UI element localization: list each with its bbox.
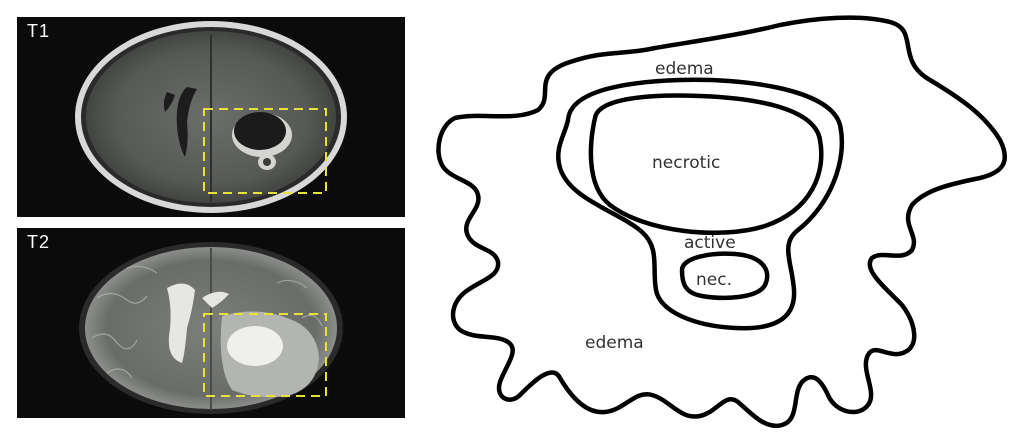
tumor-region-diagram: edema necrotic active nec. edema — [420, 0, 1019, 432]
t2-brain-image — [17, 228, 405, 418]
t1-mri-panel: T1 — [17, 17, 405, 217]
t2-label: T2 — [27, 232, 50, 253]
t1-brain-image — [17, 17, 405, 217]
label-edema-bottom: edema — [585, 333, 644, 353]
t1-label: T1 — [27, 21, 50, 42]
label-active: active — [684, 233, 736, 253]
label-edema-top: edema — [655, 59, 714, 79]
t1-tumor-core — [234, 112, 286, 150]
t2-tumor — [227, 326, 283, 366]
t2-mri-panel: T2 — [17, 228, 405, 418]
label-nec: nec. — [696, 270, 732, 290]
label-necrotic: necrotic — [652, 153, 720, 173]
